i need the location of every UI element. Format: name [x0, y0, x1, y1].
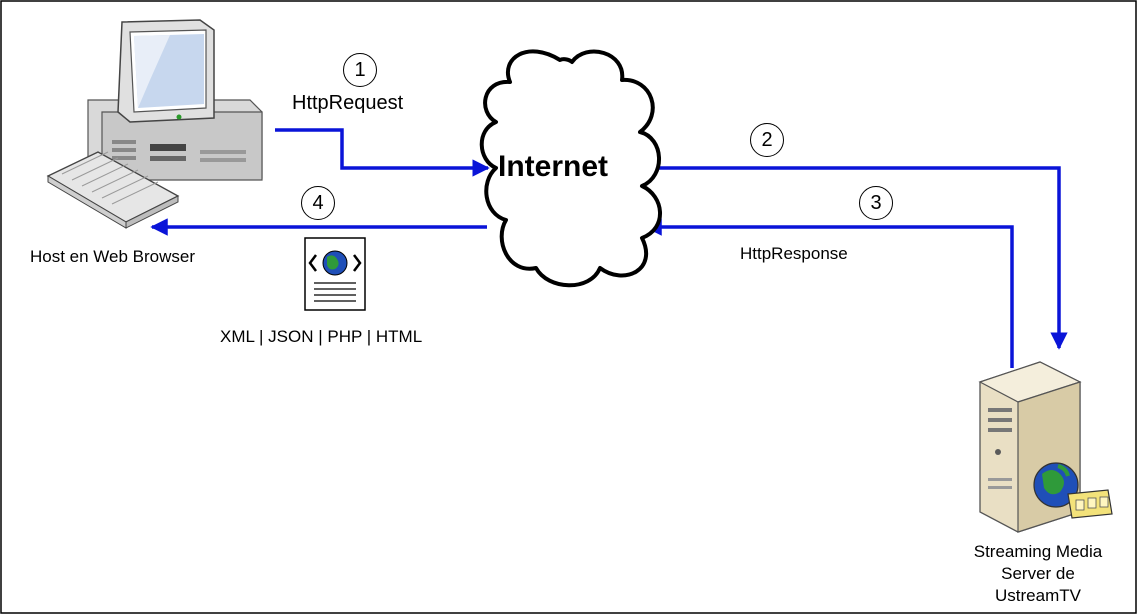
arrow-http-response [644, 218, 1014, 368]
internet-label: Internet [498, 150, 609, 183]
media-server-icon [978, 361, 1113, 533]
http-response-label: HttpResponse [740, 244, 848, 263]
http-request-label: HttpRequest [292, 92, 404, 114]
arrow-to-server [640, 166, 1068, 350]
server-label-line-2: Server de [1001, 564, 1075, 583]
document-formats-label: XML | JSON | PHP | HTML [220, 327, 423, 346]
server-label: Streaming Media Server de UstreamTV [950, 541, 1126, 607]
server-label-line-1: Streaming Media [973, 542, 1103, 561]
step-2-badge: 2 [750, 123, 784, 157]
web-document-icon [304, 237, 366, 311]
server-label-line-3: UstreamTV [995, 586, 1081, 605]
cloud-icon [479, 49, 662, 288]
host-label: Host en Web Browser [30, 247, 196, 266]
arrow-http-request [275, 128, 490, 177]
desktop-computer-icon [46, 19, 263, 229]
step-4-badge: 4 [301, 186, 335, 220]
step-3-badge: 3 [859, 186, 893, 220]
step-1-badge: 1 [343, 53, 377, 87]
